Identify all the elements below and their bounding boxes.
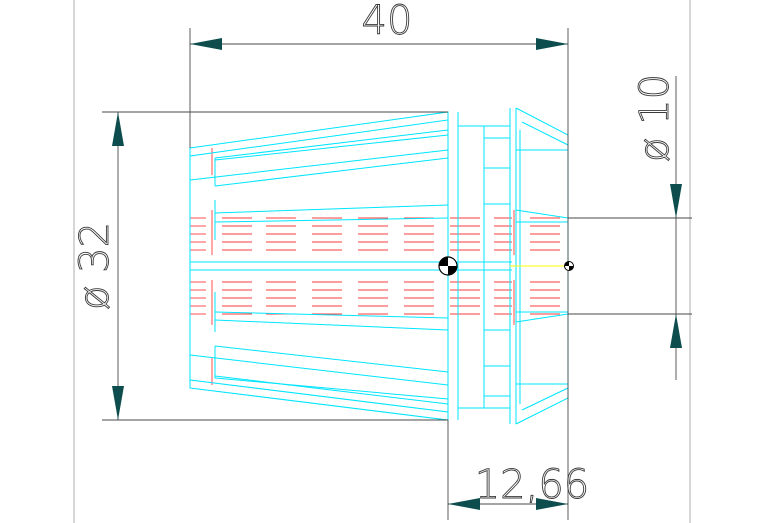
collet-outline — [189, 107, 569, 425]
arrow-1266-right — [536, 498, 568, 510]
drawing-frame — [73, 0, 691, 523]
arrow-32-top — [112, 112, 124, 146]
dimension-40-label: 40 — [362, 0, 413, 44]
arrow-40-left — [190, 38, 222, 50]
arrow-1266-left — [448, 498, 480, 510]
dimension-arrows — [112, 38, 682, 510]
dimension-12-66-label: 12,66 — [475, 462, 590, 508]
arrow-10-top — [670, 184, 682, 218]
dimension-10-label: ø 10 — [632, 74, 678, 162]
center-of-mass-icon — [438, 256, 458, 276]
arrow-32-bottom — [112, 386, 124, 420]
hidden-lines — [190, 140, 560, 392]
arrow-40-right — [536, 38, 568, 50]
arrow-10-bottom — [670, 314, 682, 348]
dimension-32-label: ø 32 — [72, 222, 118, 310]
center-mark-icon — [564, 261, 574, 271]
